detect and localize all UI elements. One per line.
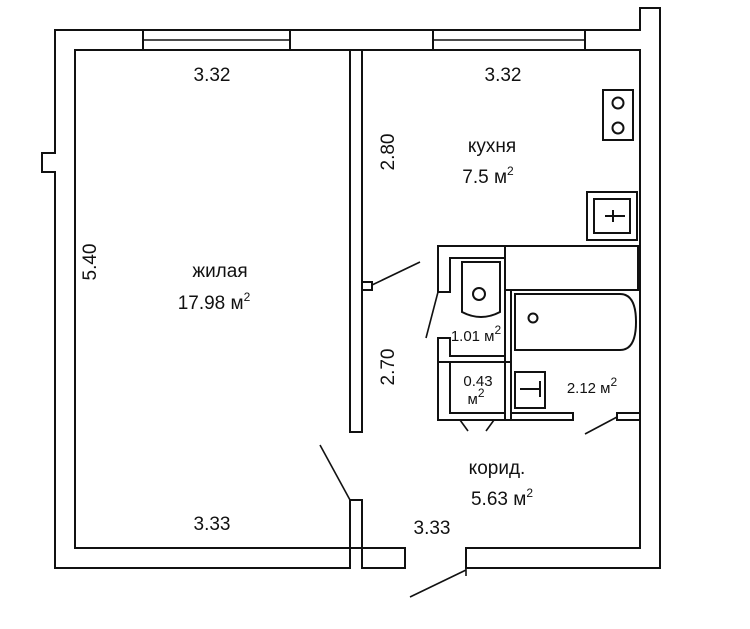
- kitchen-fixtures: [504, 89, 639, 291]
- living-partition-stub: [349, 499, 363, 549]
- dim-living-bottom: 3.33: [194, 514, 231, 535]
- bath-bottom-wall-right: [616, 412, 641, 421]
- corridor-area: 5.63 м2: [471, 486, 533, 510]
- living-area: 17.98 м2: [178, 290, 251, 314]
- bathroom-fixtures: [461, 261, 638, 409]
- entrance-door: [409, 569, 467, 598]
- living-name: жилая: [192, 261, 247, 282]
- closet-right-wall: [504, 361, 512, 421]
- dim-kitchen-side: 2.80: [378, 134, 399, 171]
- wc-area: 1.01 м2: [451, 323, 502, 345]
- kitchen-door: [371, 261, 421, 286]
- dim-kitchen-top: 3.32: [485, 65, 522, 86]
- wc-door: [425, 291, 439, 339]
- closet-area-line1: 0.43: [463, 373, 492, 390]
- doors: [319, 261, 618, 598]
- burner-top: [611, 96, 625, 110]
- closet-door-2: [485, 419, 495, 432]
- bath-bottom-wall: [510, 412, 574, 421]
- dim-corridor-side: 2.70: [378, 349, 399, 386]
- living-door: [319, 444, 351, 501]
- top-wall-middle: [289, 29, 434, 51]
- windows: [142, 29, 586, 51]
- dimension-labels: 3.32 3.33 5.40 3.32 2.80 2.70 3.33: [80, 65, 521, 539]
- bath-area: 2.12 м2: [567, 375, 618, 397]
- kitchen-door-stub: [361, 281, 373, 291]
- bath-shelf: [504, 245, 639, 291]
- bathtub-drain: [527, 312, 539, 324]
- entrance-left-wall: [361, 547, 406, 569]
- interior-walls: [349, 49, 641, 549]
- dim-living-top: 3.32: [194, 65, 231, 86]
- toilet-bowl: [472, 287, 486, 301]
- kitchen-area: 7.5 м2: [462, 164, 514, 188]
- corridor-name: корид.: [469, 458, 526, 479]
- bath-door: [584, 416, 618, 435]
- kitchen-name: кухня: [468, 136, 516, 157]
- living-partition: [349, 49, 363, 433]
- room-labels: жилая 17.98 м2 кухня 7.5 м2 1.01 м2 0.43…: [178, 136, 618, 510]
- dim-living-side: 5.40: [80, 244, 101, 281]
- burner-bottom: [611, 121, 625, 135]
- closet-door: [459, 419, 469, 432]
- bathtub: [514, 293, 638, 351]
- closet-area-line2: м2: [468, 386, 485, 408]
- dim-corridor-bottom: 3.33: [414, 518, 451, 539]
